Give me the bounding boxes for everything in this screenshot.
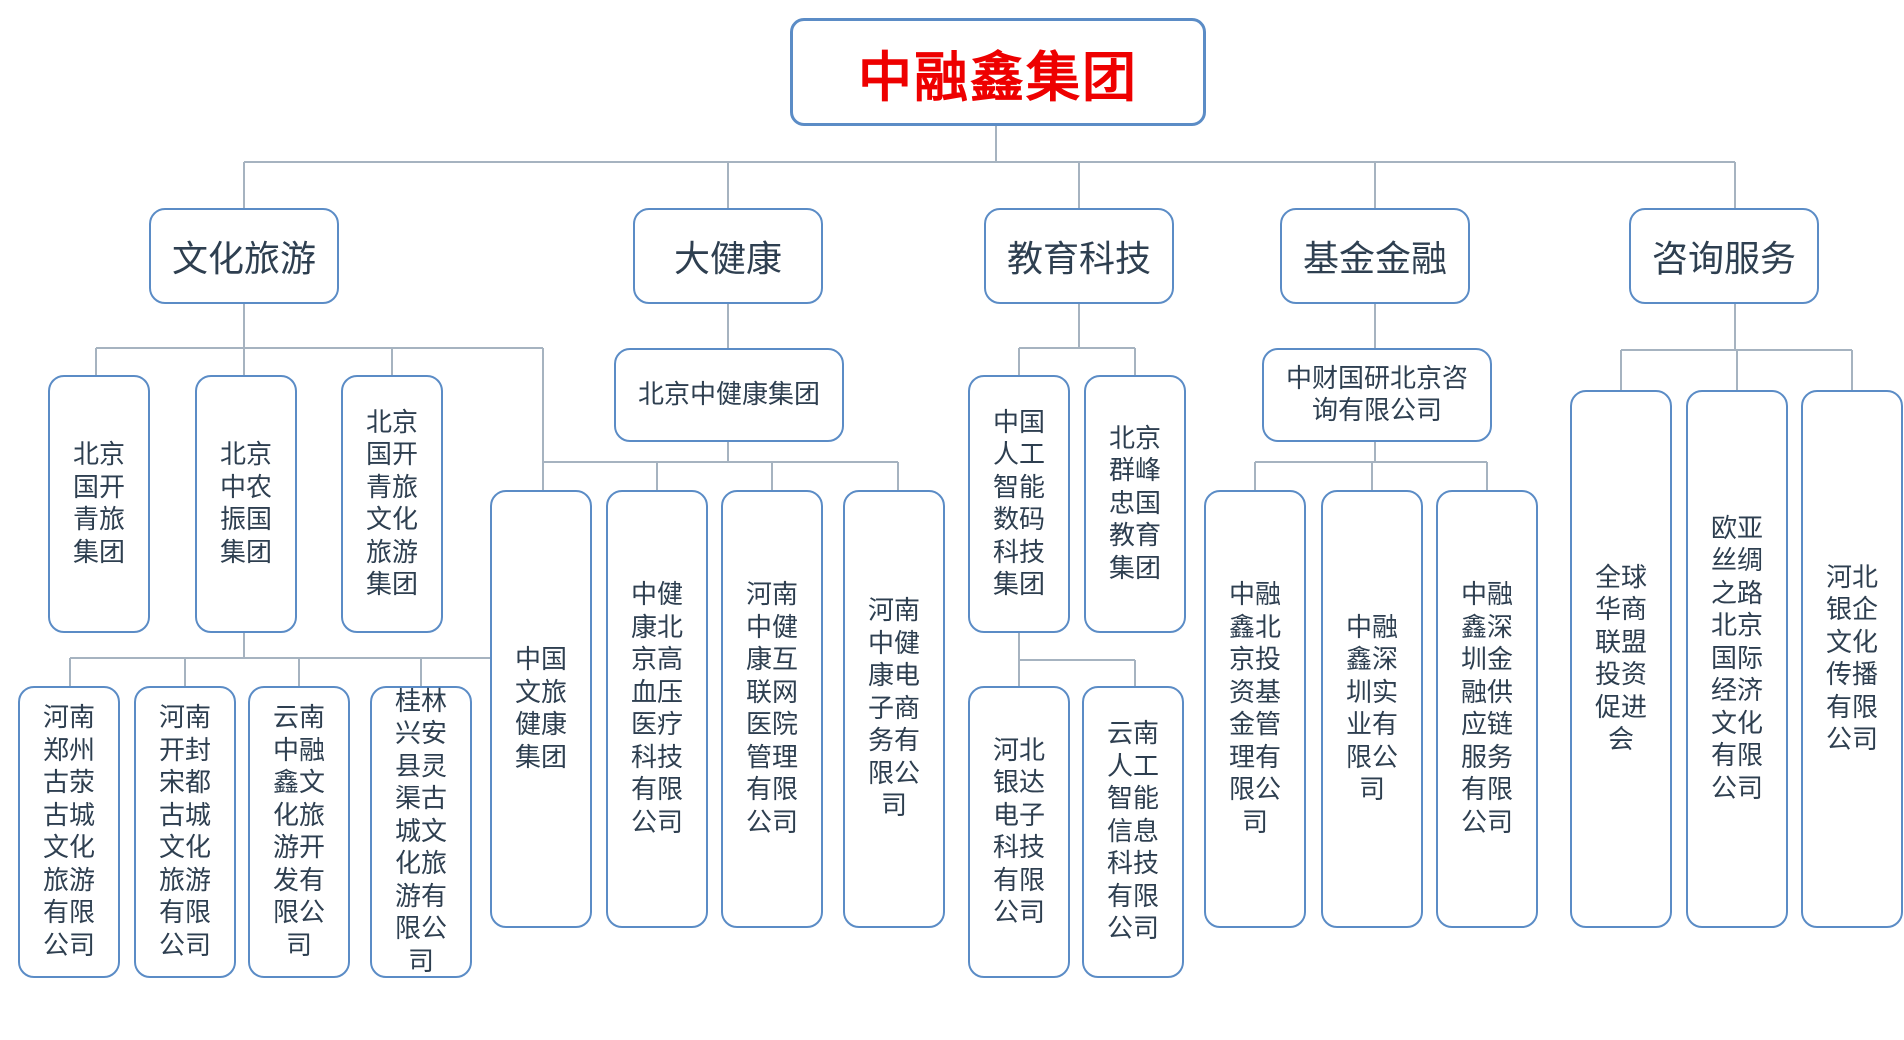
category-label: 教育科技 [1006,239,1151,280]
node-zhongjiankang-hypertension: 中健康北京高血压医疗科技有限公司 [606,490,708,928]
node-label: 北京国开青旅集团 [72,440,125,568]
node-zhongrongxin-shenzhen-industry: 中融鑫深圳实业有限公司 [1321,490,1423,928]
node-yunnan-ai-info-tech: 云南人工智能信息科技有限公司 [1082,686,1184,978]
node-label: 中融鑫深圳实业有限公司 [1345,612,1398,806]
node-henan-ecommerce: 河南中健康电子商务有限公司 [843,490,945,928]
node-label: 北京中农振国集团 [219,440,272,568]
node-zhongrongxin-shenzhen-supply-chain: 中融鑫深圳金融供应链服务有限公司 [1436,490,1538,928]
node-hebei-yinda-electronics: 河北银达电子科技有限公司 [968,686,1070,978]
node-label: 北京群峰忠国教育集团 [1108,423,1161,584]
category-label: 咨询服务 [1651,239,1796,280]
node-label: 北京中健康集团 [637,380,820,410]
category-health: 大健康 [633,208,823,304]
node-label: 河南郑州古荥古城文化旅游有限公司 [42,703,95,961]
node-label: 中融鑫深圳金融供应链服务有限公司 [1460,580,1513,838]
node-zhongcai-guoyan-consulting: 中财国研北京咨询有限公司 [1262,348,1492,442]
node-label: 欧亚丝绸之路北京国际经济文化有限公司 [1710,513,1763,804]
node-beijing-zhongnong-zhenguo: 北京中农振国集团 [195,375,297,633]
node-label: 中国人工智能数码科技集团 [992,407,1045,601]
node-beijing-qunfeng-education: 北京群峰忠国教育集团 [1084,375,1186,633]
node-henan-kaifeng: 河南开封宋都古城文化旅游有限公司 [134,686,236,978]
node-label: 河北银达电子科技有限公司 [992,735,1045,929]
node-label: 云南中融鑫文化旅游开发有限公司 [272,703,325,961]
node-label: 桂林兴安县灵渠古城文化旅游有限公司 [394,686,447,977]
category-label: 文化旅游 [171,239,316,280]
node-beijing-guokai-culture-tourism: 北京国开青旅文化旅游集团 [341,375,443,633]
node-eurasia-silk-road: 欧亚丝绸之路北京国际经济文化有限公司 [1686,390,1788,928]
node-label: 全球华商联盟投资促进会 [1594,562,1647,756]
node-china-ai-digital-tech: 中国人工智能数码科技集团 [968,375,1070,633]
node-guilin-xingan: 桂林兴安县灵渠古城文化旅游有限公司 [370,686,472,978]
node-hebei-yinqi-culture: 河北银企文化传播有限公司 [1801,390,1903,928]
node-henan-zhengzhou: 河南郑州古荥古城文化旅游有限公司 [18,686,120,978]
category-fund-finance: 基金金融 [1280,208,1470,304]
node-label: 中财国研北京咨询有限公司 [1285,364,1468,426]
category-label: 基金金融 [1302,239,1447,280]
category-education-tech: 教育科技 [984,208,1174,304]
node-china-culture-health: 中国文旅健康集团 [490,490,592,928]
node-beijing-zhongjiankang-group: 北京中健康集团 [614,348,844,442]
node-label: 中健康北京高血压医疗科技有限公司 [630,580,683,838]
node-label: 云南人工智能信息科技有限公司 [1106,719,1159,945]
category-label: 大健康 [673,239,782,280]
node-beijing-guokai-qinglv: 北京国开青旅集团 [48,375,150,633]
node-label: 中国文旅健康集团 [514,645,567,773]
node-global-chinese-business-alliance: 全球华商联盟投资促进会 [1570,390,1672,928]
node-zhongrongxin-beijing-fund: 中融鑫北京投资基金管理有限公司 [1204,490,1306,928]
node-label: 河南中健康互联网医院管理有限公司 [745,580,798,838]
node-yunnan-zhongrongxin-culture: 云南中融鑫文化旅游开发有限公司 [248,686,350,978]
category-culture-tourism: 文化旅游 [149,208,339,304]
node-label: 河南开封宋都古城文化旅游有限公司 [158,703,211,961]
category-consulting: 咨询服务 [1629,208,1819,304]
root-title: 中融鑫集团 [858,45,1138,109]
node-label: 中融鑫北京投资基金管理有限公司 [1228,580,1281,838]
node-label: 北京国开青旅文化旅游集团 [365,407,418,601]
node-label: 河北银企文化传播有限公司 [1825,562,1878,756]
node-henan-internet-hospital: 河南中健康互联网医院管理有限公司 [721,490,823,928]
node-label: 河南中健康电子商务有限公司 [867,596,920,822]
root-node: 中融鑫集团 [790,18,1206,126]
